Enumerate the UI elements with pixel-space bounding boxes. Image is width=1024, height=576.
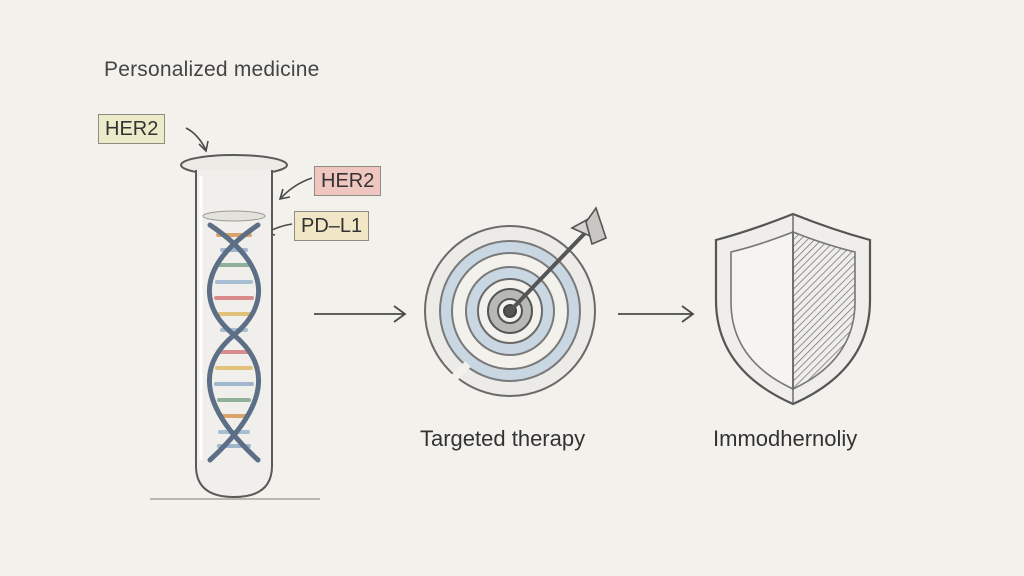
shield-icon	[714, 212, 872, 406]
step-label-immunotherapy: Immodhernoliy	[713, 426, 858, 451]
diagram-title: Personalized medicine	[104, 58, 320, 81]
step-label-targeted-therapy: Targeted therapy	[420, 426, 586, 451]
biomarker-tag-pd-l1: PD–L1	[294, 211, 370, 241]
flow-arrow-right-2	[618, 305, 695, 323]
biomarker-tag-her2-top: HER2	[98, 114, 166, 144]
test-tube-dna-icon	[150, 154, 320, 500]
biomarker-tag-her2: HER2	[314, 166, 382, 196]
target-with-arrow-icon	[424, 206, 607, 397]
flow-arrow-right	[314, 305, 407, 323]
